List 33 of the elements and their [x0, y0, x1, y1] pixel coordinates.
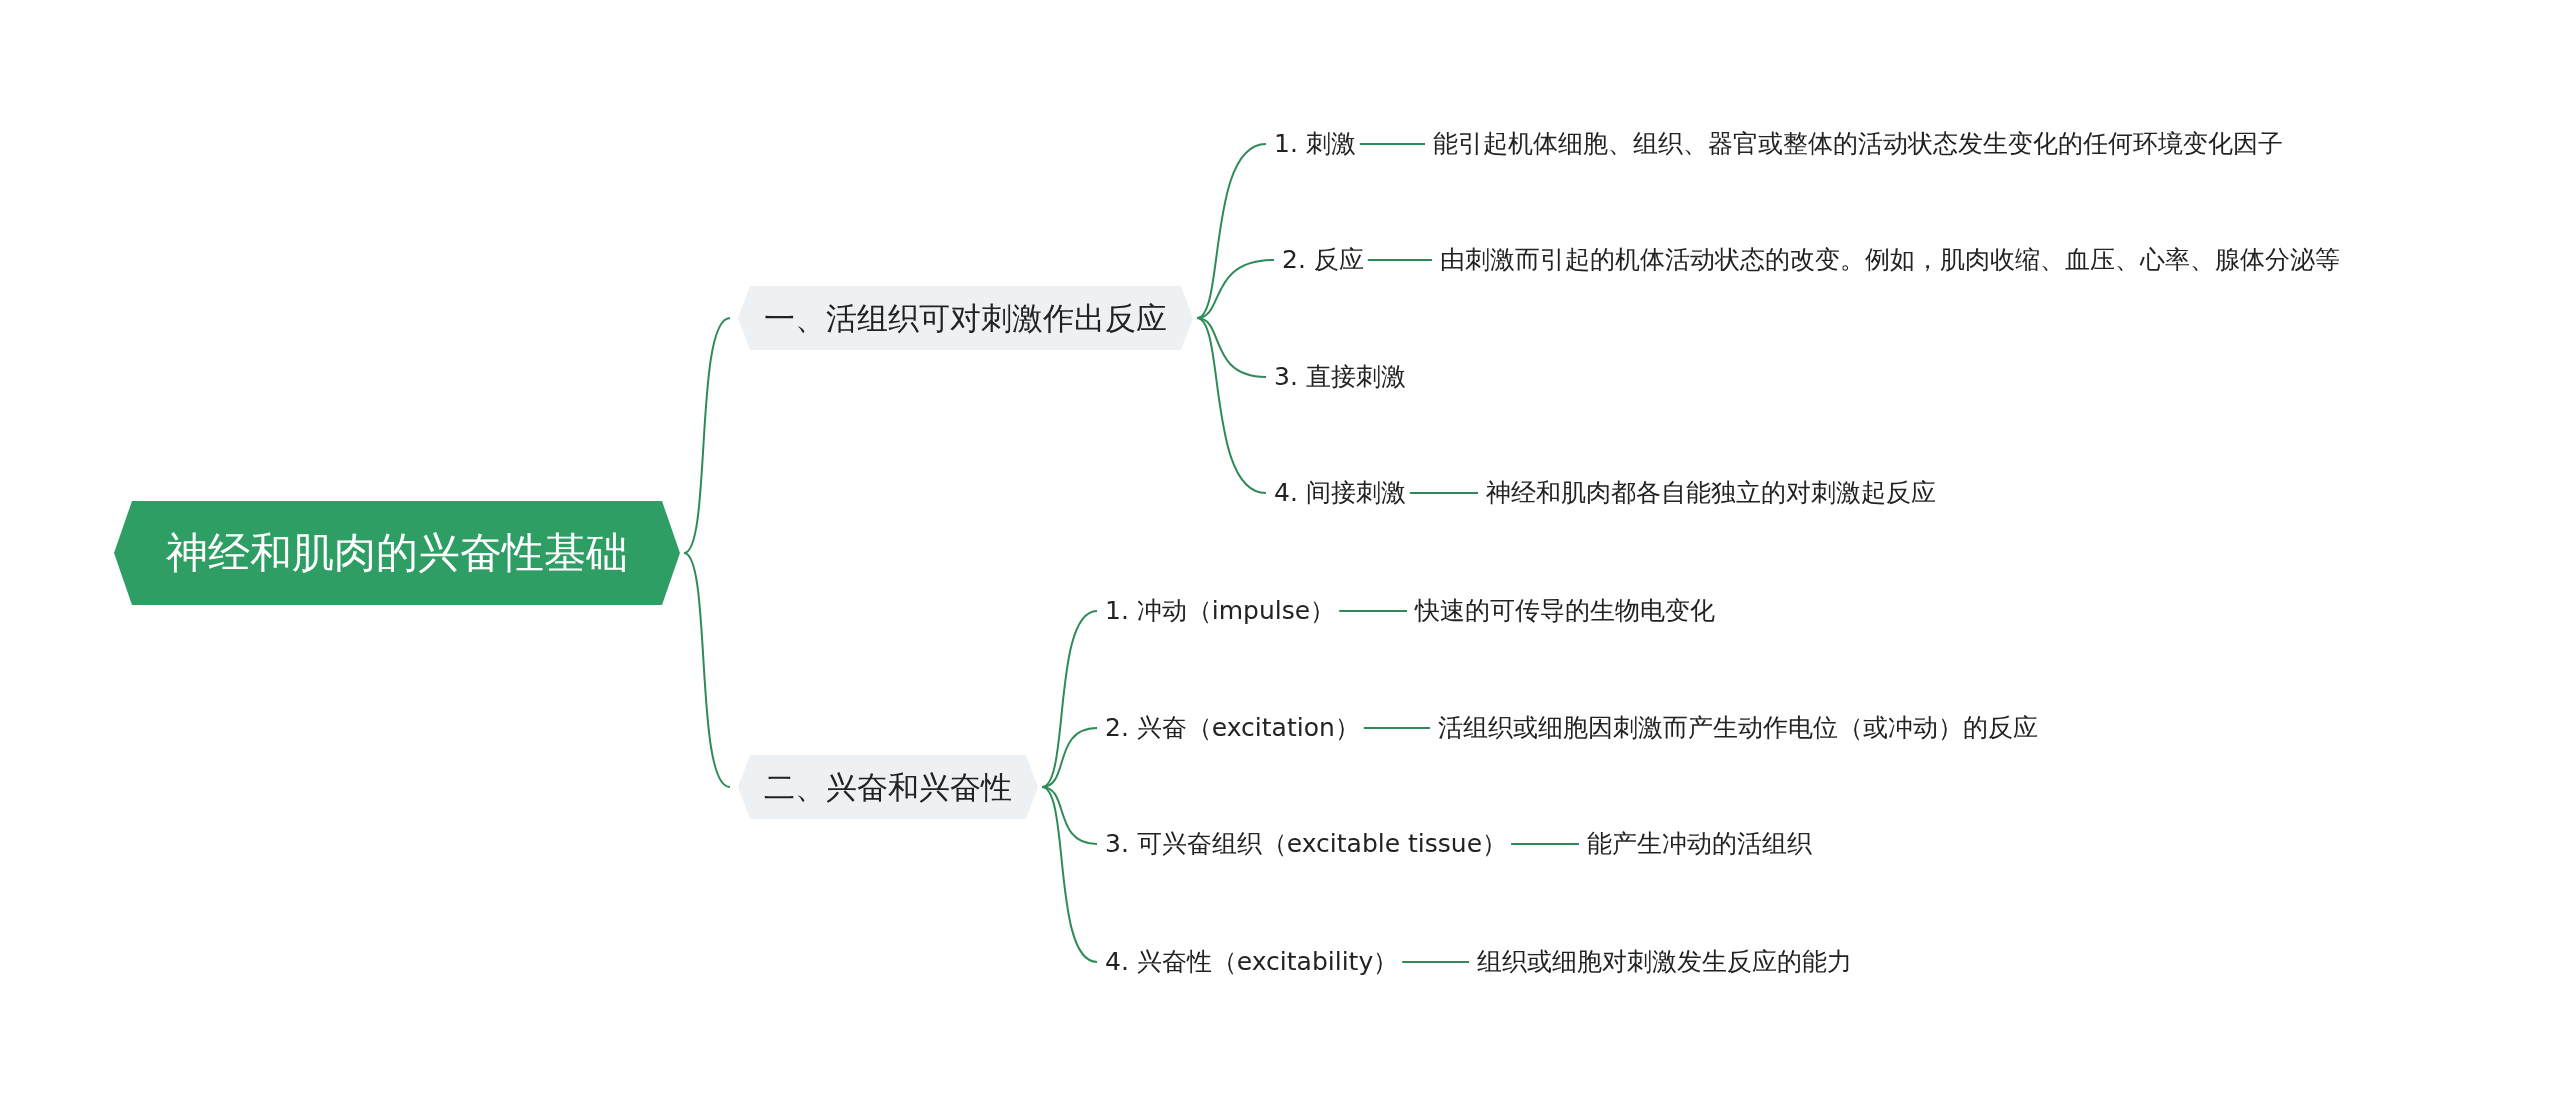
connector-line — [1338, 610, 1408, 612]
description-text: 神经和肌肉都各自能独立的对刺激起反应 — [1486, 475, 1936, 511]
connector-line — [1196, 317, 1267, 494]
connector-line — [1358, 143, 1426, 145]
connector-line — [683, 552, 731, 788]
connector-line — [1362, 727, 1431, 729]
subtopic-text: 4. 兴奋性（excitability） — [1105, 944, 1399, 980]
description-text: 快速的可传导的生物电变化 — [1415, 593, 1715, 629]
connector-line — [1196, 143, 1267, 319]
branch-topic: 一、活组织可对刺激作出反应 — [738, 286, 1193, 350]
connector-line — [1510, 843, 1580, 845]
description-text: 活组织或细胞因刺激而产生动作电位（或冲动）的反应 — [1438, 710, 2038, 746]
subtopic-text: 2. 反应 — [1282, 242, 1364, 278]
connector-line — [1408, 492, 1479, 494]
description-text: 组织或细胞对刺激发生反应的能力 — [1477, 944, 1852, 980]
connector-line — [1401, 961, 1470, 963]
connector-line — [683, 317, 731, 554]
connector-line — [1366, 259, 1433, 261]
subtopic-text: 4. 间接刺激 — [1274, 475, 1406, 511]
connector-line — [1041, 610, 1098, 788]
connector-line — [1041, 786, 1098, 963]
subtopic-text: 1. 刺激 — [1274, 126, 1356, 162]
subtopic-text: 1. 冲动（impulse） — [1105, 593, 1336, 629]
subtopic-text: 3. 可兴奋组织（excitable tissue） — [1105, 826, 1508, 862]
connector-line — [1041, 786, 1098, 845]
central-topic: 神经和肌肉的兴奋性基础 — [114, 501, 680, 605]
subtopic-text: 2. 兴奋（excitation） — [1105, 710, 1360, 746]
description-text: 能产生冲动的活组织 — [1587, 826, 1812, 862]
connector-line — [1196, 317, 1267, 378]
branch-topic: 二、兴奋和兴奋性 — [738, 755, 1038, 819]
description-text: 由刺激而引起的机体活动状态的改变。例如，肌肉收缩、血压、心率、腺体分泌等 — [1440, 242, 2340, 278]
subtopic-text: 3. 直接刺激 — [1274, 359, 1406, 395]
description-text: 能引起机体细胞、组织、器官或整体的活动状态发生变化的任何环境变化因子 — [1433, 126, 2283, 162]
